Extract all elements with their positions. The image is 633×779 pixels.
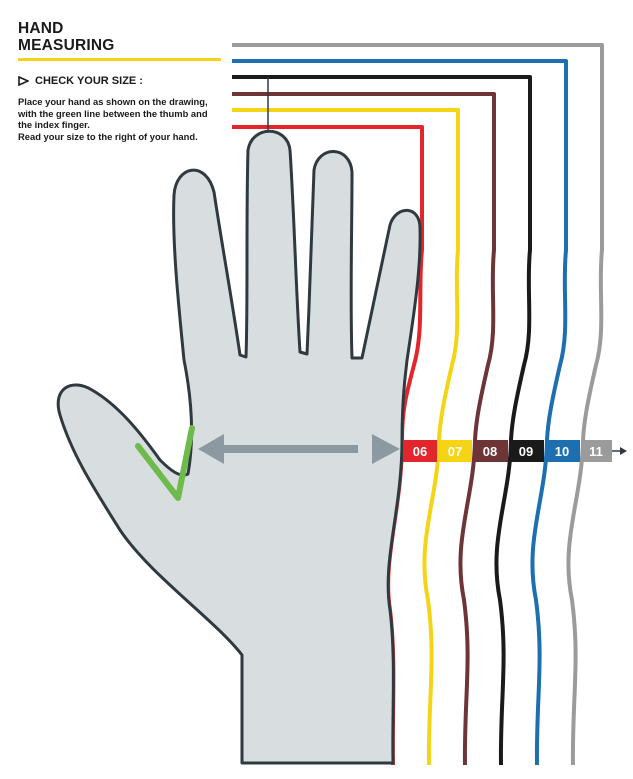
check-size-heading: CHECK YOUR SIZE : (18, 75, 143, 87)
instructions: Place your hand as shown on the drawing,… (18, 96, 233, 142)
check-size-label: CHECK YOUR SIZE : (35, 75, 143, 87)
page-title: HAND MEASURING (18, 20, 223, 54)
size-box-11 (581, 440, 612, 462)
size-box-09 (509, 440, 544, 462)
size-label-06: 06 (413, 444, 427, 459)
instruction-line-3: the index finger. (18, 119, 90, 131)
size-label-11: 11 (589, 444, 603, 459)
header: HAND MEASURING (18, 20, 223, 54)
instruction-line-1: Place your hand as shown on the drawing, (18, 96, 208, 107)
title-line-2: MEASURING (18, 37, 115, 54)
hand-width-arrow (198, 434, 400, 464)
size-label-09: 09 (519, 444, 533, 459)
size-box-08 (473, 440, 508, 462)
arrow-right-icon (612, 447, 627, 455)
title-line-1: HAND (18, 20, 64, 37)
size-label-10: 10 (555, 444, 569, 459)
instruction-line-2: with the green line between the thumb an… (18, 107, 208, 119)
size-label-08: 08 (483, 444, 497, 459)
size-box-06 (403, 440, 437, 462)
instruction-line-4: Read your size to the right of your hand… (18, 130, 198, 142)
title-underline (18, 58, 221, 61)
size-box-07 (438, 440, 472, 462)
size-box-10 (545, 440, 580, 462)
play-triangle-icon (18, 76, 29, 86)
size-label-07: 07 (448, 444, 462, 459)
thumb-measure-line (135, 425, 195, 501)
size-labels: 06 07 08 09 10 11 (403, 440, 612, 462)
